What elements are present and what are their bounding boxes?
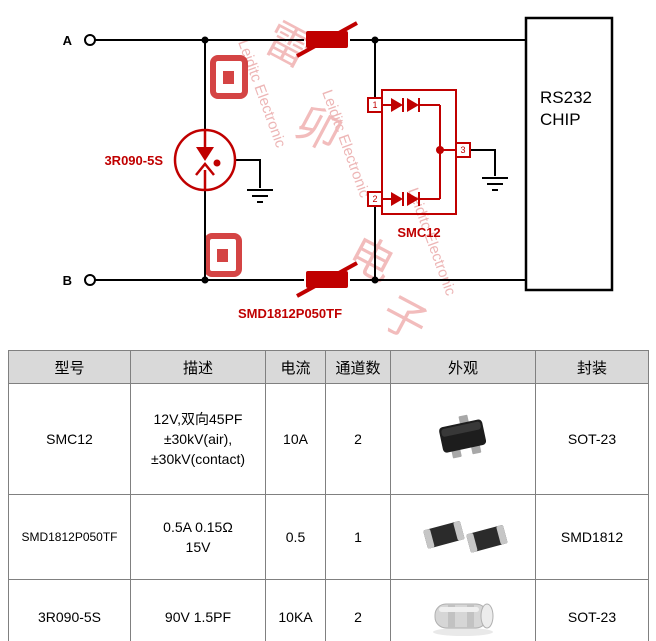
channels-cell: 1 xyxy=(325,494,391,580)
rs232-chip-label-line1: RS232 xyxy=(540,88,592,107)
watermark-char: 电 xyxy=(340,228,402,292)
smc12-symbol xyxy=(367,89,471,215)
header-description: 描述 xyxy=(130,350,266,384)
ground-icon xyxy=(482,177,508,191)
header-model: 型号 xyxy=(8,350,131,384)
gdt-package-photo xyxy=(433,603,494,636)
package-cell: SOT-23 xyxy=(535,383,649,495)
wires xyxy=(95,39,526,281)
table-row: SMC12 12V,双向45PF ±30kV(air), ±30kV(conta… xyxy=(8,383,649,495)
model-cell: SMC12 xyxy=(8,383,131,495)
watermark: 雷 卯 电 子 Leiditc Electronic Leiditc Elect… xyxy=(204,14,459,351)
junction-dots xyxy=(201,36,379,284)
leiditc-logo-mark xyxy=(210,55,248,99)
tvs-label: SMC12 xyxy=(397,225,440,240)
current-cell: 10A xyxy=(265,383,326,495)
appearance-cell xyxy=(390,579,536,641)
description-cell: 12V,双向45PF ±30kV(air), ±30kV(contact) xyxy=(130,383,266,495)
header-package: 封装 xyxy=(535,350,649,384)
ground-icon xyxy=(247,189,273,203)
current-cell: 10KA xyxy=(265,579,326,641)
package-cell: SMD1812 xyxy=(535,494,649,580)
sot23-package-photo xyxy=(439,414,487,458)
description-cell: 90V 1.5PF xyxy=(130,579,266,641)
fuse-label: SMD1812P050TF xyxy=(238,306,342,321)
appearance-cell xyxy=(390,494,536,580)
rs232-chip-box xyxy=(524,16,614,292)
rs232-chip-label-line2: CHIP xyxy=(540,110,581,129)
gdt-label: 3R090-5S xyxy=(104,153,163,168)
smd1812-package-photo xyxy=(423,520,508,552)
appearance-cell xyxy=(390,383,536,495)
channels-cell: 2 xyxy=(325,579,391,641)
gdt-symbol xyxy=(173,128,237,192)
parts-table: 型号 描述 电流 通道数 外观 封装 SMC12 12V,双向45PF ±30k… xyxy=(8,350,649,641)
pin-2-label: 2 xyxy=(372,194,377,204)
header-channels: 通道数 xyxy=(325,350,391,384)
terminal-b-label: B xyxy=(63,273,72,288)
current-cell: 0.5 xyxy=(265,494,326,580)
channels-cell: 2 xyxy=(325,383,391,495)
description-cell: 0.5A 0.15Ω 15V xyxy=(130,494,266,580)
package-cell: SOT-23 xyxy=(535,579,649,641)
circuit-svg: 雷 卯 电 子 Leiditc Electronic Leiditc Elect… xyxy=(63,14,614,351)
model-cell: 3R090-5S xyxy=(8,579,131,641)
terminal-a xyxy=(84,34,96,46)
model-cell: SMD1812P050TF xyxy=(8,494,131,580)
pin-3-label: 3 xyxy=(460,145,465,155)
header-current: 电流 xyxy=(265,350,326,384)
leiditc-logo-mark xyxy=(204,233,242,277)
pin-1-label: 1 xyxy=(372,100,377,110)
watermark-char: 子 xyxy=(373,288,435,348)
fuse-symbol-top xyxy=(296,21,358,58)
table-row: SMD1812P050TF 0.5A 0.15Ω 15V 0.5 1 xyxy=(8,494,649,580)
application-circuit: 雷 卯 电 子 Leiditc Electronic Leiditc Elect… xyxy=(63,14,614,351)
header-appearance: 外观 xyxy=(390,350,536,384)
fuse-symbol-bottom xyxy=(296,261,358,298)
terminal-a-label: A xyxy=(63,33,73,48)
table-header-row: 型号 描述 电流 通道数 外观 封装 xyxy=(8,350,649,384)
table-row: 3R090-5S 90V 1.5PF 10KA 2 SOT-23 xyxy=(8,579,649,641)
terminal-b xyxy=(84,274,96,286)
